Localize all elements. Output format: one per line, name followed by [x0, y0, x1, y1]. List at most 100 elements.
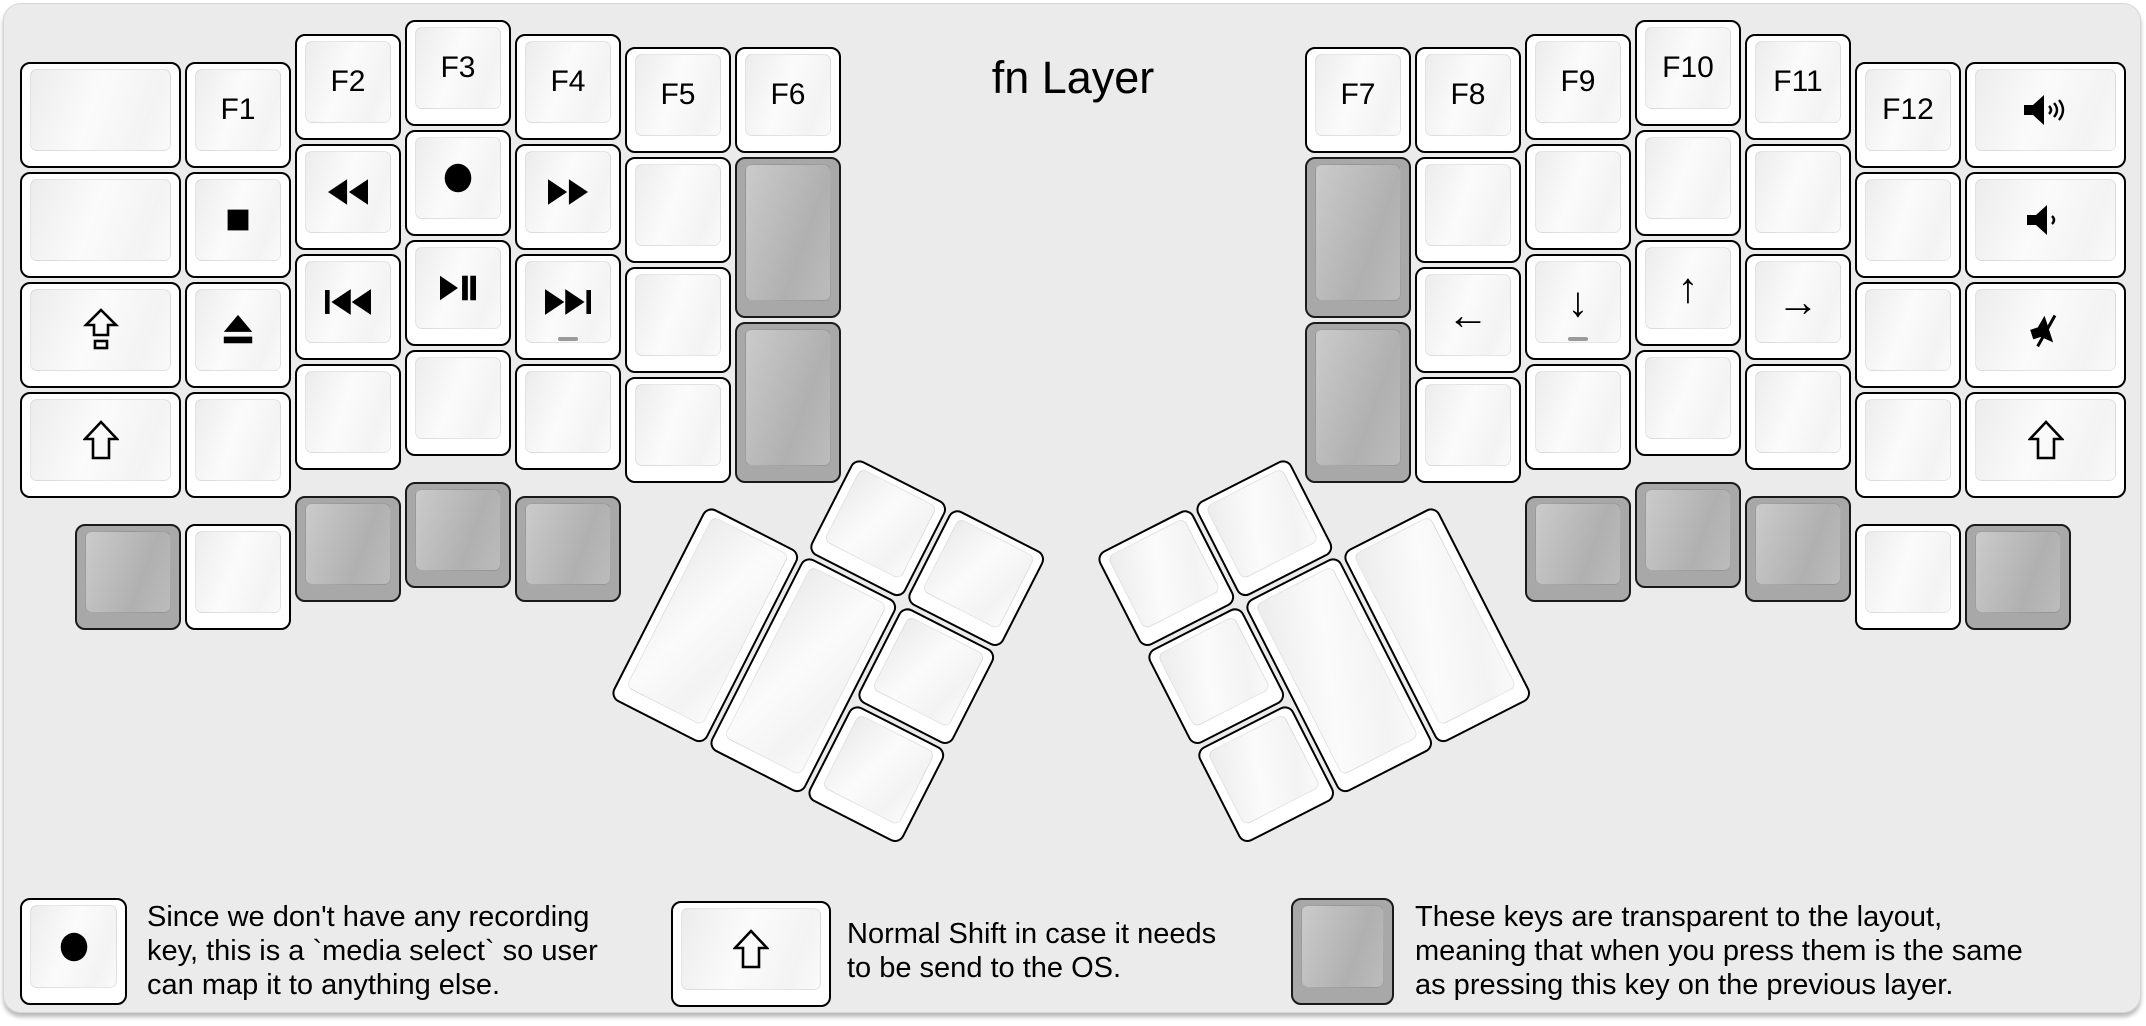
key-transparent[interactable]	[515, 496, 621, 602]
key-transparent[interactable]	[75, 524, 181, 630]
keycap-surface	[1865, 399, 1951, 481]
keycap-surface	[30, 69, 171, 151]
keycap-surface	[1975, 69, 2116, 151]
keycap-surface	[525, 503, 611, 585]
keycap-surface	[195, 399, 281, 481]
keycap-surface	[1535, 371, 1621, 453]
key-label: ↓	[1567, 278, 1589, 325]
keycap-surface: F11	[1755, 41, 1841, 123]
keycap-surface	[525, 371, 611, 453]
key-transparent[interactable]	[735, 322, 841, 483]
key-arrow-left[interactable]: ←	[1415, 267, 1521, 373]
key-f9[interactable]: F9	[1525, 34, 1631, 140]
key-arrow-up[interactable]: ↑	[1635, 240, 1741, 346]
key-f5[interactable]: F5	[625, 47, 731, 153]
key-transparent[interactable]	[405, 482, 511, 588]
key-transparent[interactable]	[1635, 482, 1741, 588]
key-label: ↑	[1677, 264, 1699, 311]
key-transparent[interactable]	[1745, 496, 1851, 602]
key-blank[interactable]	[625, 267, 731, 373]
key-shift[interactable]	[20, 392, 181, 498]
keycap-surface	[745, 329, 831, 466]
shift-icon	[2027, 420, 2064, 460]
key-eject[interactable]	[185, 282, 291, 388]
key-record[interactable]	[405, 130, 511, 236]
keycap-surface	[195, 289, 281, 371]
key-f1[interactable]: F1	[185, 62, 291, 168]
key-transparent[interactable]	[1305, 322, 1411, 483]
keycap-surface: ↑	[1645, 247, 1731, 329]
keycap-surface	[635, 164, 721, 246]
key-f3[interactable]: F3	[405, 20, 511, 126]
key-blank[interactable]	[1415, 157, 1521, 263]
keycap-surface	[415, 489, 501, 571]
key-f10[interactable]: F10	[1635, 20, 1741, 126]
keycap-surface: ↓	[1535, 261, 1621, 343]
legend-sample-key-transparent[interactable]	[1291, 898, 1394, 1005]
homing-bar	[558, 337, 578, 341]
key-transparent[interactable]	[1965, 524, 2071, 630]
key-blank[interactable]	[185, 392, 291, 498]
keycap-surface	[635, 274, 721, 356]
key-f2[interactable]: F2	[295, 34, 401, 140]
keycap-surface	[195, 531, 281, 613]
key-caps-lock[interactable]	[20, 282, 181, 388]
key-label: F1	[220, 93, 256, 126]
key-prev-track[interactable]	[295, 254, 401, 360]
key-blank[interactable]	[1855, 524, 1961, 630]
keycap-surface: →	[1755, 261, 1841, 343]
key-f8[interactable]: F8	[1415, 47, 1521, 153]
shift-icon	[82, 420, 119, 460]
legend-sample-key-record[interactable]	[20, 898, 127, 1005]
key-blank[interactable]	[1525, 144, 1631, 250]
key-stop[interactable]	[185, 172, 291, 278]
key-rewind[interactable]	[295, 144, 401, 250]
key-blank[interactable]	[20, 172, 181, 278]
key-blank[interactable]	[20, 62, 181, 168]
key-label: F9	[1560, 65, 1596, 98]
key-blank[interactable]	[1855, 282, 1961, 388]
key-blank[interactable]	[405, 350, 511, 456]
key-next-track[interactable]	[515, 254, 621, 360]
key-blank[interactable]	[1745, 144, 1851, 250]
key-arrow-right[interactable]: →	[1745, 254, 1851, 360]
homing-bar	[1568, 337, 1588, 341]
key-blank[interactable]	[295, 364, 401, 470]
key-blank[interactable]	[1525, 364, 1631, 470]
key-shift[interactable]	[1965, 392, 2126, 498]
key-fast-forward[interactable]	[515, 144, 621, 250]
key-blank[interactable]	[1635, 130, 1741, 236]
key-transparent[interactable]	[1305, 157, 1411, 318]
key-arrow-down[interactable]: ↓	[1525, 254, 1631, 360]
key-blank[interactable]	[1855, 172, 1961, 278]
key-blank[interactable]	[625, 157, 731, 263]
key-blank[interactable]	[515, 364, 621, 470]
key-blank[interactable]	[1745, 364, 1851, 470]
key-blank[interactable]	[185, 524, 291, 630]
key-volume-down[interactable]	[1965, 172, 2126, 278]
key-blank[interactable]	[625, 377, 731, 483]
key-blank[interactable]	[1855, 392, 1961, 498]
key-transparent[interactable]	[295, 496, 401, 602]
key-blank[interactable]	[1415, 377, 1521, 483]
next-track-icon	[545, 288, 591, 316]
keycap-surface	[1975, 399, 2116, 481]
key-label: F5	[660, 78, 696, 111]
key-f12[interactable]: F12	[1855, 62, 1961, 168]
legend-sample-key-transparent	[1291, 898, 1394, 1005]
keycap-surface	[1975, 289, 2116, 371]
key-f6[interactable]: F6	[735, 47, 841, 153]
key-label: F8	[1450, 78, 1486, 111]
key-mute[interactable]	[1965, 282, 2126, 388]
keycap-surface	[1865, 531, 1951, 613]
key-transparent[interactable]	[735, 157, 841, 318]
key-transparent[interactable]	[1525, 496, 1631, 602]
key-play-pause[interactable]	[405, 240, 511, 346]
legend-sample-key-shift[interactable]	[671, 901, 831, 1007]
key-blank[interactable]	[1635, 350, 1741, 456]
key-f7[interactable]: F7	[1305, 47, 1411, 153]
key-volume-up[interactable]	[1965, 62, 2126, 168]
key-f4[interactable]: F4	[515, 34, 621, 140]
key-label: F3	[440, 51, 476, 84]
key-f11[interactable]: F11	[1745, 34, 1851, 140]
